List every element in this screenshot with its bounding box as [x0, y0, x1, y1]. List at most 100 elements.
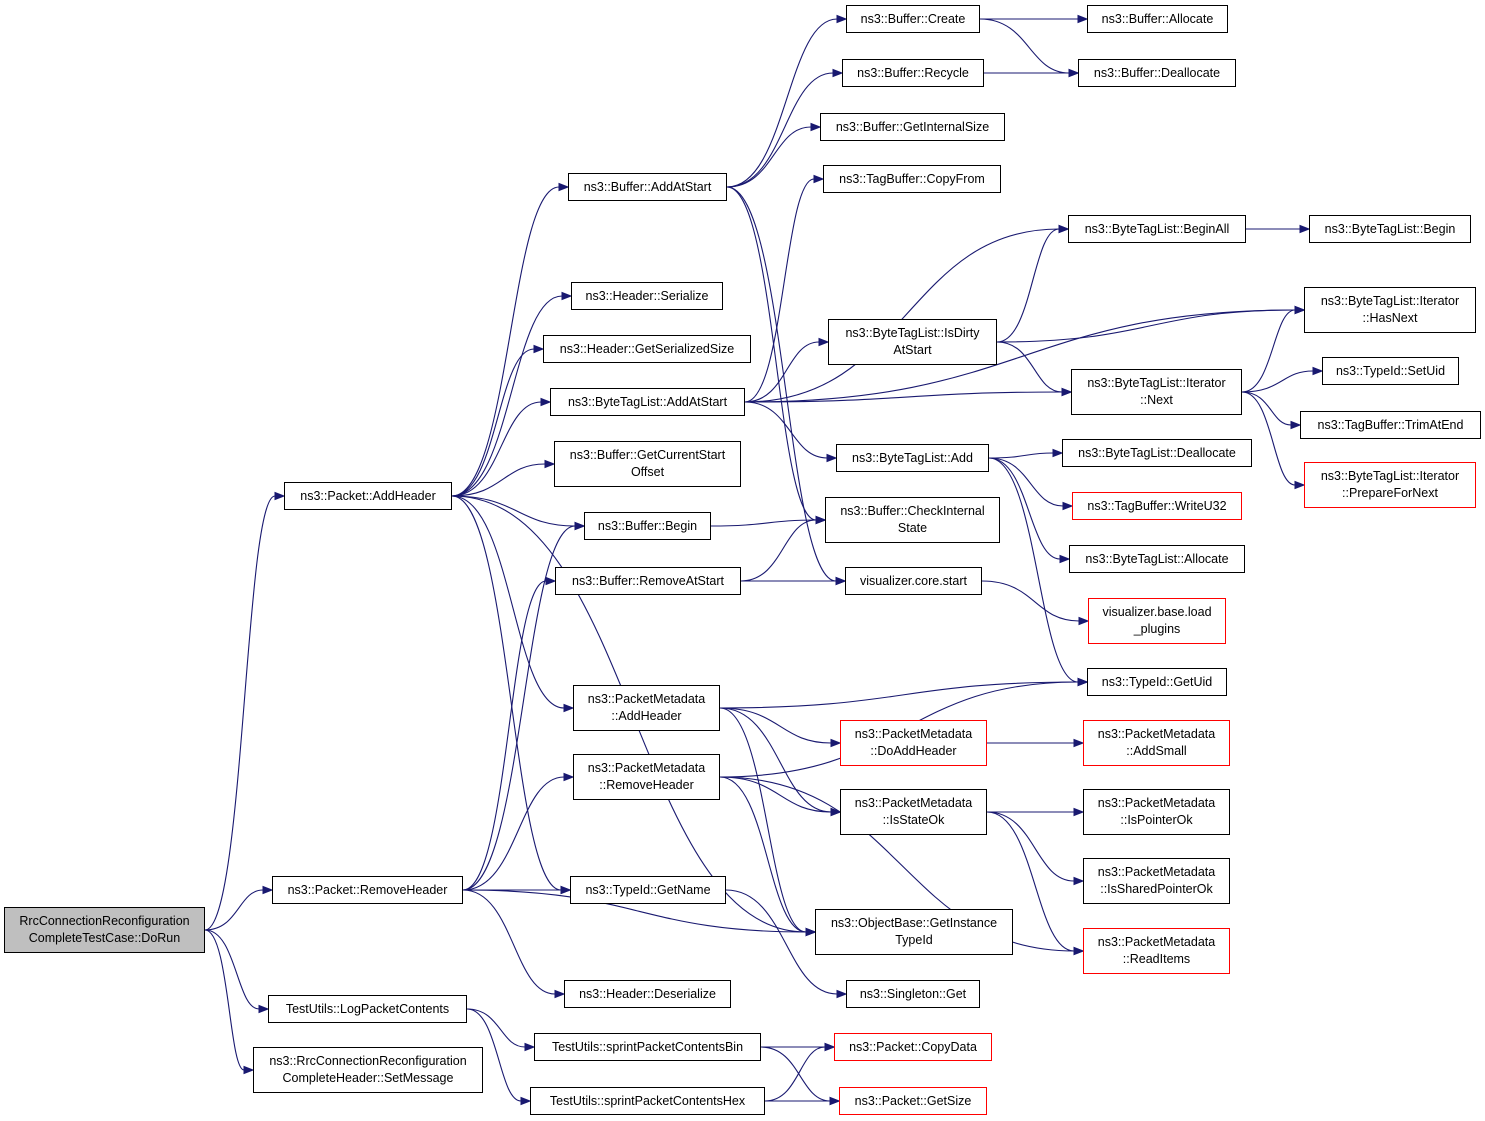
- node-buffer-recycle[interactable]: ns3::Buffer::Recycle: [842, 59, 984, 87]
- call-edge: [719, 776, 807, 933]
- node-bytetaglist-iterator-preparefornext[interactable]: ns3::ByteTagList::Iterator ::PrepareForN…: [1304, 462, 1476, 508]
- arrowhead-icon: [563, 703, 575, 713]
- node-visualizer-core-start[interactable]: visualizer.core.start: [845, 567, 982, 595]
- call-edge: [760, 1046, 831, 1102]
- arrowhead-icon: [561, 291, 573, 301]
- call-edge: [979, 18, 1070, 74]
- arrowhead-icon: [810, 122, 822, 132]
- node-tagbuffer-copyfrom[interactable]: ns3::TagBuffer::CopyFrom: [823, 165, 1001, 193]
- arrowhead-icon: [818, 337, 830, 347]
- node-buffer-deallocate[interactable]: ns3::Buffer::Deallocate: [1078, 59, 1236, 87]
- call-edge: [462, 889, 807, 933]
- node-packetmetadata-issharedpointerok[interactable]: ns3::PacketMetadata ::IsSharedPointerOk: [1083, 858, 1230, 904]
- node-buffer-create[interactable]: ns3::Buffer::Create: [846, 5, 980, 33]
- arrowhead-icon: [1073, 876, 1085, 886]
- node-packetmetadata-doaddheader[interactable]: ns3::PacketMetadata ::DoAddHeader: [840, 720, 987, 766]
- node-objectbase-getinstancetypeid[interactable]: ns3::ObjectBase::GetInstance TypeId: [815, 909, 1013, 955]
- node-bytetaglist-add[interactable]: ns3::ByteTagList::Add: [836, 444, 989, 472]
- node-bytetaglist-iterator-next[interactable]: ns3::ByteTagList::Iterator ::Next: [1071, 369, 1242, 415]
- call-edge: [710, 519, 817, 527]
- node-buffer-addatstart[interactable]: ns3::Buffer::AddAtStart: [568, 173, 727, 201]
- node-buffer-begin[interactable]: ns3::Buffer::Begin: [584, 512, 711, 540]
- arrowhead-icon: [830, 738, 842, 748]
- arrowhead-icon: [560, 885, 572, 895]
- node-typeid-setuid[interactable]: ns3::TypeId::SetUid: [1322, 357, 1459, 385]
- node-logpacketcontents[interactable]: TestUtils::LogPacketContents: [268, 995, 467, 1023]
- node-bytetaglist-begin[interactable]: ns3::ByteTagList::Begin: [1309, 215, 1471, 243]
- call-edge: [744, 341, 820, 403]
- node-packetmetadata-readitems[interactable]: ns3::PacketMetadata ::ReadItems: [1083, 928, 1230, 974]
- node-bytetaglist-isdirtyatstart[interactable]: ns3::ByteTagList::IsDirty AtStart: [828, 319, 997, 365]
- node-bytetaglist-iterator-hasnext[interactable]: ns3::ByteTagList::Iterator ::HasNext: [1304, 287, 1476, 333]
- call-edge: [451, 348, 535, 497]
- node-packetmetadata-isstateok[interactable]: ns3::PacketMetadata ::IsStateOk: [840, 789, 987, 835]
- call-edge: [988, 457, 1064, 507]
- node-typeid-getuid[interactable]: ns3::TypeId::GetUid: [1087, 668, 1227, 696]
- node-packetmetadata-addsmall[interactable]: ns3::PacketMetadata ::AddSmall: [1083, 720, 1230, 766]
- node-tagbuffer-writeu32[interactable]: ns3::TagBuffer::WriteU32: [1072, 492, 1242, 520]
- arrowhead-icon: [545, 576, 557, 586]
- call-edge: [988, 452, 1054, 459]
- arrowhead-icon: [520, 1096, 532, 1106]
- call-edge: [740, 519, 817, 582]
- node-packet-addheader[interactable]: ns3::Packet::AddHeader: [284, 482, 452, 510]
- call-edge: [204, 929, 260, 1010]
- arrowhead-icon: [824, 1042, 836, 1052]
- call-edge: [462, 525, 576, 891]
- call-edge: [451, 401, 542, 497]
- arrowhead-icon: [1299, 224, 1311, 234]
- arrowhead-icon: [1077, 14, 1089, 24]
- arrowhead-icon: [835, 576, 847, 586]
- arrowhead-icon: [1073, 738, 1085, 748]
- call-edge: [462, 776, 565, 891]
- node-root-dorun[interactable]: RrcConnectionReconfiguration CompleteTes…: [4, 907, 205, 953]
- node-bytetaglist-allocate[interactable]: ns3::ByteTagList::Allocate: [1069, 545, 1245, 573]
- node-packetmetadata-removeheader[interactable]: ns3::PacketMetadata ::RemoveHeader: [573, 754, 720, 800]
- arrowhead-icon: [1059, 554, 1071, 564]
- arrowhead-icon: [554, 989, 566, 999]
- arrowhead-icon: [533, 344, 545, 354]
- node-tagbuffer-trimatend[interactable]: ns3::TagBuffer::TrimAtEnd: [1300, 411, 1481, 439]
- call-edge: [744, 178, 815, 403]
- node-packet-copydata[interactable]: ns3::Packet::CopyData: [834, 1033, 992, 1061]
- node-buffer-checkinternalstate[interactable]: ns3::Buffer::CheckInternal State: [825, 497, 1000, 543]
- node-packet-getsize[interactable]: ns3::Packet::GetSize: [839, 1087, 987, 1115]
- node-buffer-removeatstart[interactable]: ns3::Buffer::RemoveAtStart: [555, 567, 741, 595]
- node-header-deserialize[interactable]: ns3::Header::Deserialize: [564, 980, 731, 1008]
- call-edge: [719, 776, 832, 813]
- call-edge: [996, 228, 1060, 343]
- node-buffer-allocate[interactable]: ns3::Buffer::Allocate: [1087, 5, 1228, 33]
- arrowhead-icon: [1078, 616, 1090, 626]
- arrowhead-icon: [243, 1065, 255, 1075]
- node-typeid-getname[interactable]: ns3::TypeId::GetName: [570, 876, 726, 904]
- call-edge: [764, 1046, 826, 1102]
- arrowhead-icon: [832, 68, 844, 78]
- node-header-getserializedsize[interactable]: ns3::Header::GetSerializedSize: [543, 335, 751, 363]
- node-bytetaglist-deallocate[interactable]: ns3::ByteTagList::Deallocate: [1062, 439, 1252, 467]
- node-header-serialize[interactable]: ns3::Header::Serialize: [571, 282, 723, 310]
- node-bytetaglist-beginall[interactable]: ns3::ByteTagList::BeginAll: [1068, 215, 1246, 243]
- arrowhead-icon: [1062, 501, 1074, 511]
- node-buffer-getcurrentstartoffset[interactable]: ns3::Buffer::GetCurrentStart Offset: [554, 441, 741, 487]
- node-packetmetadata-addheader[interactable]: ns3::PacketMetadata ::AddHeader: [573, 685, 720, 731]
- call-edge: [981, 580, 1080, 622]
- call-edge: [725, 889, 838, 995]
- call-edge: [988, 457, 1061, 560]
- call-edge: [986, 811, 1075, 952]
- call-edge: [726, 186, 837, 582]
- call-edge: [1241, 370, 1314, 393]
- node-buffer-getinternalsize[interactable]: ns3::Buffer::GetInternalSize: [820, 113, 1005, 141]
- node-packetmetadata-ispointerok[interactable]: ns3::PacketMetadata ::IsPointerOk: [1083, 789, 1230, 835]
- node-sprintpacketcontentshex[interactable]: TestUtils::sprintPacketContentsHex: [530, 1087, 765, 1115]
- call-edge: [744, 228, 1060, 403]
- node-sprintpacketcontentsbin[interactable]: TestUtils::sprintPacketContentsBin: [534, 1033, 761, 1061]
- call-edge: [744, 391, 1063, 403]
- node-bytetaglist-addatstart[interactable]: ns3::ByteTagList::AddAtStart: [550, 388, 745, 416]
- call-edge: [451, 295, 563, 497]
- node-singleton-get[interactable]: ns3::Singleton::Get: [846, 980, 980, 1008]
- arrowhead-icon: [1312, 366, 1324, 376]
- call-edge: [451, 495, 562, 891]
- node-visualizer-base-load-plugins[interactable]: visualizer.base.load _plugins: [1088, 598, 1226, 644]
- node-packet-removeheader[interactable]: ns3::Packet::RemoveHeader: [272, 876, 463, 904]
- node-setmessage[interactable]: ns3::RrcConnectionReconfiguration Comple…: [253, 1047, 483, 1093]
